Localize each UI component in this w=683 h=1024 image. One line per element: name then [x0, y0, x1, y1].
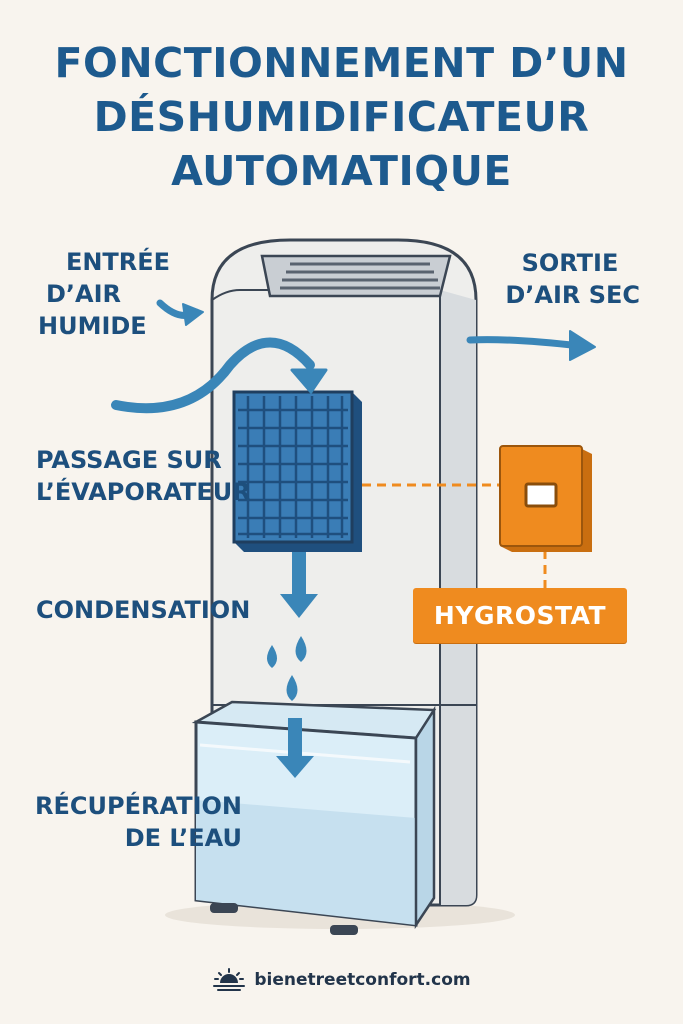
footer-site: bienetreetconfort.com	[254, 970, 471, 990]
title-line-1: FONCTIONNEMENT D’UN	[54, 39, 629, 87]
title-line-2: DÉSHUMIDIFICATEUR	[93, 93, 590, 141]
title-line-3: AUTOMATIQUE	[171, 147, 512, 195]
condensation-arrow	[280, 552, 318, 618]
diagram-title: FONCTIONNEMENT D’UN DÉSHUMIDIFICATEUR AU…	[0, 36, 683, 198]
evaporator-filter	[232, 390, 362, 552]
label-air-intake-line-1: ENTRÉE	[65, 248, 171, 276]
sunrise-logo-icon	[213, 968, 246, 991]
water-drops	[267, 636, 307, 701]
label-water-collection-line-1: RÉCUPÉRATION	[35, 792, 242, 820]
label-air-intake-line-3: HUMIDE	[38, 312, 147, 340]
label-air-outlet-line-1: SORTIE	[521, 249, 619, 277]
intake-arrows	[111, 299, 328, 414]
label-evaporator-line-1: PASSAGE SUR	[36, 446, 222, 474]
label-water-collection: RÉCUPÉRATION DE L’EAU	[20, 790, 242, 854]
label-air-intake: ENTRÉE D’AIR HUMIDE	[38, 246, 198, 342]
label-air-outlet-line-2: D’AIR SEC	[505, 281, 640, 309]
hygrostat-device	[362, 445, 592, 588]
water-tank	[191, 700, 437, 935]
footer: bienetreetconfort.com	[0, 966, 683, 994]
label-evaporator-line-2: L’ÉVAPORATEUR	[36, 478, 251, 506]
label-air-intake-line-2: D’AIR	[46, 280, 122, 308]
outlet-arrow	[466, 330, 596, 361]
label-air-outlet: SORTIE D’AIR SEC	[470, 247, 640, 311]
tank-arrow	[276, 718, 314, 778]
label-evaporator: PASSAGE SUR L’ÉVAPORATEUR	[36, 444, 251, 508]
top-vent-grille	[260, 254, 452, 298]
hygrostat-label: HYGROSTAT	[413, 588, 627, 643]
label-condensation: CONDENSATION	[36, 596, 251, 624]
label-water-collection-line-2: DE L’EAU	[124, 824, 242, 852]
